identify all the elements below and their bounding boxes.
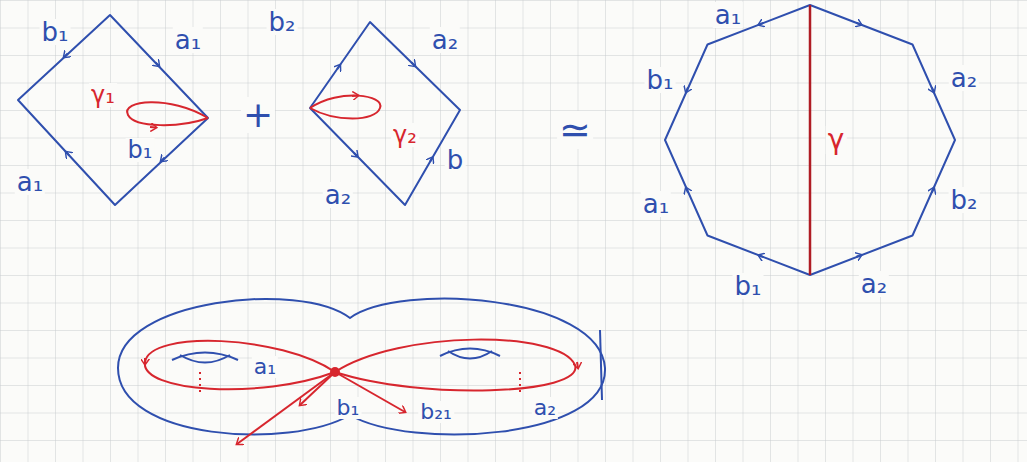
math-label: γ₁ [89,83,117,107]
math-label: a₁ [173,27,203,53]
edge-arrow [412,63,416,67]
octagon [665,5,955,275]
edge-arrow [156,62,160,66]
loop-b1 [237,372,335,444]
math-label: b [445,147,466,173]
generator-curves [145,340,578,444]
edge-arrow [337,65,340,69]
edge-arrow [686,188,688,193]
square-outline [18,15,208,205]
edge-arrow [759,23,764,25]
loop-arrow [577,362,578,368]
edge-arrow [686,87,688,92]
double-torus [118,299,605,435]
loop-a1 [145,341,335,389]
math-label: a₂ [323,182,353,208]
edge-arrow [932,188,934,193]
base-point [330,367,340,377]
math-label: b₁ [126,138,155,162]
gamma-loop [310,95,380,118]
edge-arrow [759,255,764,257]
edge-arrow [430,158,433,162]
math-label: a₂ [430,27,460,53]
outline-stroke [600,330,602,400]
math-label: a₁ [15,169,45,195]
math-label: a₁ [713,2,743,28]
edge-arrow [64,54,68,57]
edge-arrow [857,23,862,25]
surface-outline [118,299,605,435]
edge-arrow [66,152,69,156]
math-label: + [241,97,275,133]
math-label: a₂ [859,271,889,297]
math-label: b₁ [335,397,362,419]
math-label: b₂ [949,187,980,213]
gamma-curve [809,5,812,275]
edge-arrow [354,153,358,157]
hole [448,351,492,359]
edge-arrow [857,255,862,257]
hidden-part [519,372,521,394]
gamma-loop [127,102,208,125]
hidden-part [199,372,201,394]
edge-arrow [161,158,165,161]
math-label: b₁ [645,67,676,93]
loop-curve [310,95,380,118]
loop-a2 [335,340,575,391]
math-label: a₁ [641,191,671,217]
math-label: γ [826,126,847,154]
math-label: γ₂ [391,123,419,147]
math-label: b₂₁ [418,401,454,423]
math-label: b₁ [40,19,71,45]
loop-b1 [300,372,335,405]
edge-arrow [932,87,934,92]
loop-curve [127,102,208,127]
math-label: ≃ [557,111,593,149]
math-label: b₁ [733,273,764,299]
loop-arrow [352,95,358,98]
loop-arrow [150,126,156,129]
math-label: b₂ [267,9,298,35]
square-outline [310,22,460,205]
octagon-outline [665,5,955,275]
math-label: a₂ [532,397,558,419]
math-label: a₁ [252,356,278,378]
hole [180,355,230,363]
math-label: a₂ [949,65,979,91]
torus-square [18,15,208,205]
loop-arrow [144,358,146,364]
torus-square [310,22,460,205]
